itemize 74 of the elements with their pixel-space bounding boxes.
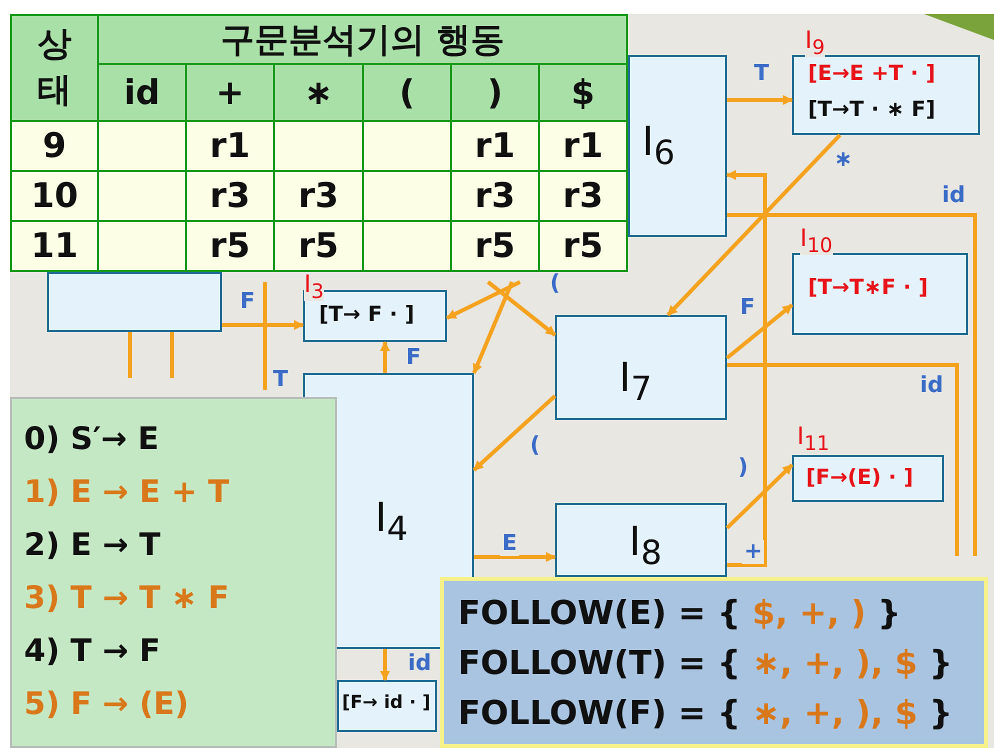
arrow bbox=[380, 649, 390, 681]
state-label: I$_{10}$ bbox=[800, 226, 833, 255]
grammar-rule: 4) T → F bbox=[24, 633, 160, 669]
table-cell: 10 bbox=[10, 170, 99, 222]
header-cell: id bbox=[97, 63, 187, 122]
table-cell: 11 bbox=[10, 220, 99, 272]
state-box bbox=[47, 272, 222, 332]
header-cell: $ bbox=[538, 63, 628, 122]
lr-item: [T→T · ∗ F] bbox=[808, 97, 936, 121]
state-box bbox=[628, 55, 727, 237]
arrow bbox=[666, 134, 842, 316]
table-cell: r5 bbox=[538, 220, 628, 272]
state-name: I$_{7}$ bbox=[619, 355, 652, 408]
grammar-rule: 1) E → E + T bbox=[24, 474, 230, 510]
arrow bbox=[222, 320, 304, 330]
table-cell: r1 bbox=[538, 120, 628, 172]
follow-set: FOLLOW(T) = { ∗, +, ), $ } bbox=[458, 643, 953, 682]
follow-set: FOLLOW(E) = { $, +, ) } bbox=[458, 593, 901, 632]
arrow bbox=[486, 280, 556, 337]
state-label: I$_{11}$ bbox=[797, 424, 830, 453]
header-cell: + bbox=[185, 63, 275, 122]
state-box bbox=[555, 315, 727, 420]
arrow bbox=[380, 341, 390, 373]
state-name: I$_{6}$ bbox=[642, 119, 676, 172]
table-cell: 9 bbox=[10, 120, 99, 172]
arrow bbox=[446, 280, 521, 320]
arrow bbox=[726, 464, 794, 530]
header-cell: ∗ bbox=[273, 63, 364, 122]
table-cell: r5 bbox=[185, 220, 275, 272]
lr-item: [F→ id · ] bbox=[342, 692, 431, 713]
follow-set: FOLLOW(F) = { ∗, +, ), $ } bbox=[458, 693, 953, 732]
connector-line bbox=[128, 332, 132, 378]
connector-line bbox=[727, 363, 959, 556]
state-name: I$_{8}$ bbox=[629, 519, 662, 572]
state-label: I$_{3}$ bbox=[304, 272, 324, 301]
table-cell: r5 bbox=[273, 220, 364, 272]
edge-label: E bbox=[500, 532, 520, 556]
grammar-rule: 2) E → T bbox=[24, 527, 160, 563]
state-box bbox=[337, 680, 437, 732]
state-box bbox=[792, 253, 968, 335]
arrow bbox=[472, 394, 556, 472]
state-box bbox=[792, 455, 944, 502]
lr-item: [E→E +T · ] bbox=[808, 61, 936, 85]
header-cell: ) bbox=[450, 63, 540, 122]
arrow bbox=[726, 170, 767, 567]
table-cell: r1 bbox=[185, 120, 275, 172]
grammar-rule: 0) S′→ E bbox=[24, 421, 159, 457]
connector-line bbox=[170, 332, 174, 378]
lr-item: [F→(E) · ] bbox=[806, 465, 914, 489]
table-cell: r3 bbox=[185, 170, 275, 222]
table-cell: r3 bbox=[450, 170, 540, 222]
arrow bbox=[726, 303, 794, 360]
table-cell: r5 bbox=[450, 220, 540, 272]
header-cell: 상태 bbox=[10, 14, 99, 122]
arrow bbox=[727, 95, 793, 105]
follow-set-panel bbox=[440, 577, 988, 748]
grammar-rule: 3) T → T ∗ F bbox=[24, 580, 230, 616]
state-name: I$_{4}$ bbox=[375, 495, 408, 548]
lr-item: [T→ F · ] bbox=[319, 302, 414, 326]
arrow bbox=[472, 281, 514, 374]
table-cell: r3 bbox=[538, 170, 628, 222]
header-cell: 구문분석기의 행동 bbox=[97, 14, 628, 65]
state-box bbox=[792, 55, 980, 135]
table-cell: r3 bbox=[273, 170, 364, 222]
table-cell: r1 bbox=[450, 120, 540, 172]
state-box bbox=[555, 503, 727, 577]
connector-line bbox=[727, 213, 977, 556]
edge-label: + bbox=[742, 540, 764, 564]
grammar-panel bbox=[10, 397, 337, 748]
lr-item: [T→T∗F · ] bbox=[808, 275, 928, 299]
arrow bbox=[474, 552, 556, 562]
state-label: I$_{9}$ bbox=[805, 28, 825, 57]
header-cell: ( bbox=[362, 63, 452, 122]
grammar-rule: 5) F → (E) bbox=[24, 686, 189, 722]
